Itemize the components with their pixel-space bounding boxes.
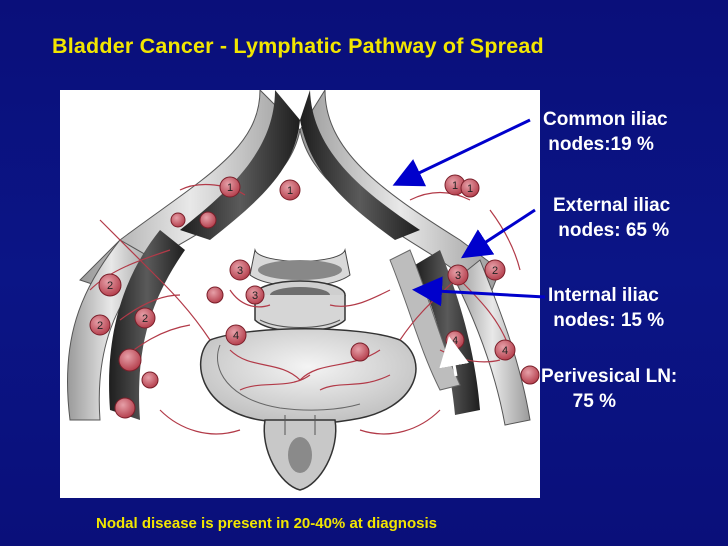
pelvic-lymphatics-drawing: 1 1 1 1 2 2 2 3 3 3 2 4 4 4 [67, 90, 540, 491]
svg-text:1: 1 [467, 183, 473, 195]
label-perivesical: Perivesical LN: 75 % [541, 366, 678, 412]
node-number: 1 [227, 182, 233, 194]
svg-text:4: 4 [452, 335, 458, 347]
svg-text:1: 1 [287, 185, 293, 197]
svg-text:2: 2 [97, 320, 103, 332]
svg-text:3: 3 [252, 290, 258, 302]
label-common-iliac: Common iliac nodes:19 % [543, 109, 668, 155]
label-external-iliac: External iliac nodes: 65 % [553, 195, 671, 241]
svg-text:2: 2 [492, 265, 498, 277]
lymph-node-group: 1 1 1 1 2 2 2 3 3 3 2 4 4 4 [89, 174, 540, 419]
anatomy-illustration: 1 1 1 1 2 2 2 3 3 3 2 4 4 4 [60, 90, 540, 498]
label-internal-iliac: Internal iliac nodes: 15 % [548, 285, 665, 331]
footer-note: Nodal disease is present in 20-40% at di… [96, 515, 437, 532]
svg-text:4: 4 [233, 330, 239, 342]
svg-text:3: 3 [455, 270, 461, 282]
slide-title: Bladder Cancer - Lymphatic Pathway of Sp… [52, 34, 544, 58]
svg-text:2: 2 [107, 280, 113, 292]
svg-text:4: 4 [502, 345, 508, 357]
svg-text:3: 3 [237, 265, 243, 277]
svg-text:1: 1 [452, 180, 458, 192]
svg-text:2: 2 [142, 313, 148, 325]
